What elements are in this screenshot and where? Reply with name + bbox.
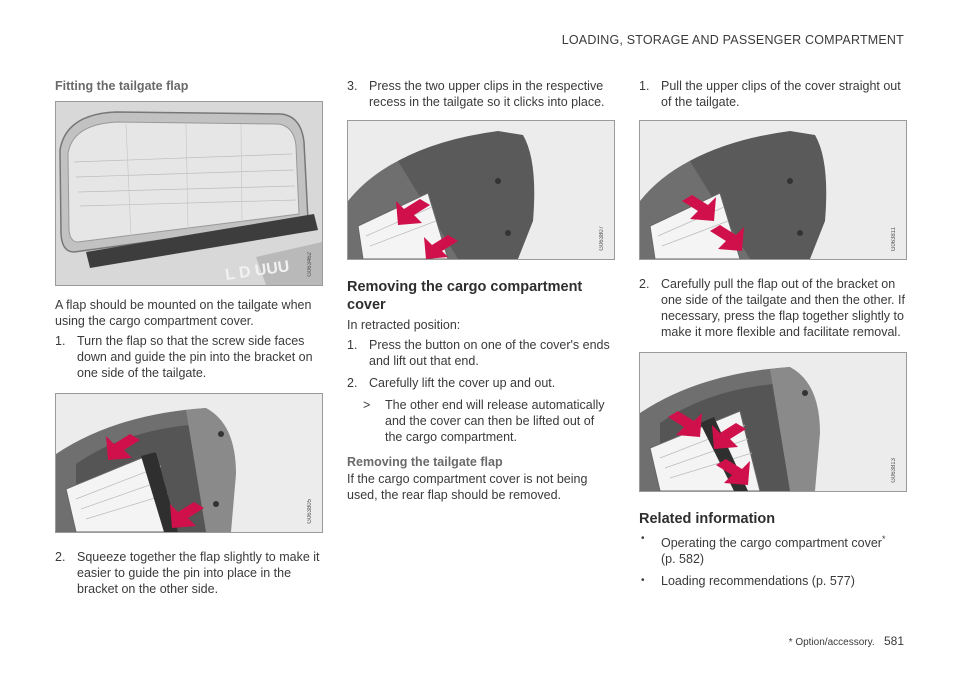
step-text: Carefully lift the cover up and out. [369, 376, 556, 390]
step-1: 1. Turn the flap so that the screw side … [55, 333, 323, 381]
intro-paragraph: In retracted position: [347, 318, 461, 332]
figure-pull-clips: G063811 [639, 120, 907, 260]
step-text: Squeeze together the flap slightly to ma… [77, 550, 320, 596]
step-number: 3. [347, 79, 358, 93]
section-subheading: Fitting the tailgate flap [55, 79, 189, 93]
tailgate-pull-illustration [640, 121, 906, 259]
tailgate-flap-illustration [640, 353, 906, 491]
column-3: 1. Pull the upper clips of the cover str… [639, 78, 907, 595]
step-text: Pull the upper clips of the cover straig… [661, 79, 901, 109]
tailgate-clips-illustration [348, 121, 614, 259]
column-2: 3. Press the two upper clips in the resp… [347, 78, 615, 503]
step-number: 1. [55, 334, 66, 348]
paragraph: If the cargo compartment cover is not be… [347, 472, 588, 502]
step-result: > The other end will release automatical… [347, 397, 615, 445]
link-page[interactable]: (p. 582) [661, 552, 705, 567]
figure-code: G063462 [307, 252, 313, 277]
figure-remove-flap: G063813 [639, 352, 907, 492]
step-3: 3. Press the two upper clips in the resp… [347, 78, 615, 110]
related-link-2[interactable]: • Loading recommendations (p. 577) [639, 573, 907, 589]
figure-flap-bracket-1: G063805 [55, 393, 323, 533]
step-text: Press the two upper clips in the respect… [369, 79, 605, 109]
rear-window-illustration: L D UUU [56, 102, 322, 285]
link-text[interactable]: Operating the cargo compartment cover [661, 536, 882, 551]
section-heading: Related information [639, 511, 776, 527]
result-marker: > [363, 398, 371, 412]
step-number: 1. [347, 338, 358, 352]
link-text[interactable]: Loading recommendations (p. 577) [661, 574, 855, 589]
step-text: Turn the flap so that the screw side fac… [77, 334, 313, 380]
figure-code: G063805 [307, 499, 313, 524]
result-text: The other end will release automatically… [385, 398, 605, 444]
column-1: Fitting the tailgate flap L D UUU G06346… [55, 78, 323, 603]
step-number: 2. [639, 277, 650, 291]
page-header: LOADING, STORAGE AND PASSENGER COMPARTME… [561, 33, 904, 47]
page-footer: * Option/accessory. 581 [789, 634, 904, 648]
figure-code: G063813 [891, 458, 897, 483]
page-number: 581 [883, 634, 904, 648]
section-subheading: Removing the tailgate flap [347, 455, 503, 469]
step-2: 2. Carefully lift the cover up and out. [347, 375, 615, 391]
step-2: 2. Squeeze together the flap slightly to… [55, 549, 323, 597]
step-2: 2. Carefully pull the flap out of the br… [639, 276, 907, 340]
section-heading: Removing the cargo compartment cover [347, 279, 583, 313]
footnote: * Option/accessory. [788, 637, 875, 648]
step-number: 2. [55, 550, 66, 564]
step-1: 1. Press the button on one of the cover'… [347, 337, 615, 369]
figure-upper-clips: G063807 [347, 120, 615, 260]
step-text: Carefully pull the flap out of the brack… [661, 277, 905, 339]
step-number: 2. [347, 376, 358, 390]
figure-rear-window: L D UUU G063462 [55, 101, 323, 286]
related-link-1[interactable]: • Operating the cargo compartment cover*… [639, 531, 907, 567]
tailgate-illustration [56, 394, 322, 532]
step-number: 1. [639, 79, 650, 93]
figure-code: G063811 [891, 226, 897, 251]
figure-code: G063807 [599, 226, 605, 251]
bullet-marker: • [641, 533, 645, 544]
intro-paragraph: A flap should be mounted on the tailgate… [55, 298, 312, 328]
step-text: Press the button on one of the cover's e… [369, 338, 610, 368]
bullet-marker: • [641, 575, 645, 587]
step-1: 1. Pull the upper clips of the cover str… [639, 78, 907, 110]
option-asterisk: * [881, 534, 886, 544]
